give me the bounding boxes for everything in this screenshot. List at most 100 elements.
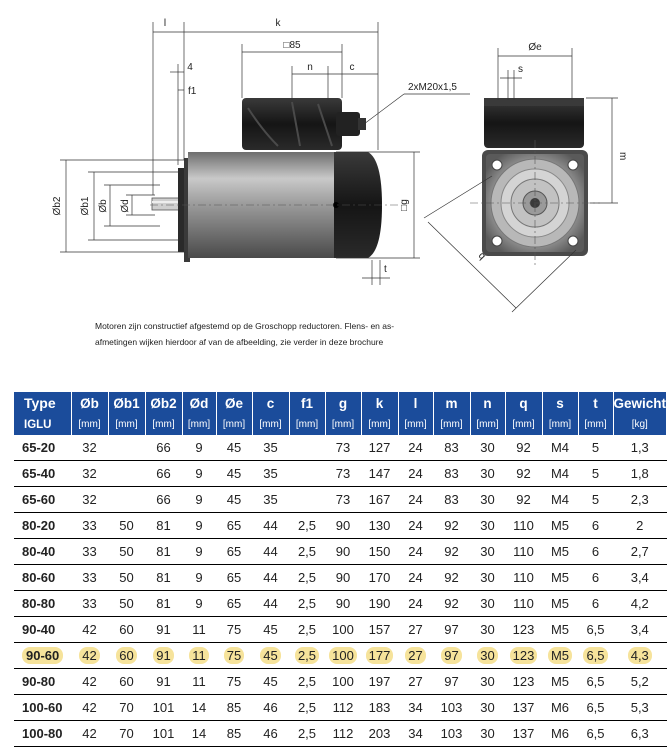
unit-type: IGLU <box>14 414 72 435</box>
value-cell: 100 <box>325 616 361 643</box>
value-cell: 92 <box>433 538 470 565</box>
type-cell: 90-80 <box>14 668 71 695</box>
value-cell: M5 <box>542 642 578 669</box>
value-cell: 35 <box>252 460 289 487</box>
value-cell: 170 <box>361 564 398 591</box>
svg-text:Øe: Øe <box>528 42 542 53</box>
value-cell: 6,5 <box>578 668 613 695</box>
unit-col-7: [mm] <box>289 414 326 435</box>
value-cell: 42 <box>71 642 108 669</box>
value-cell: 110 <box>505 590 542 617</box>
value-cell: 30 <box>470 564 505 591</box>
value-cell: 6 <box>578 590 613 617</box>
value-cell: 1,3 <box>613 435 667 461</box>
unit-col-8: [mm] <box>325 414 362 435</box>
value-cell: 44 <box>252 590 289 617</box>
value-cell: 2,5 <box>289 564 325 591</box>
value-cell: 73 <box>325 460 361 487</box>
value-cell: M6 <box>542 694 578 721</box>
value-cell: 50 <box>108 538 145 565</box>
value-cell: M5 <box>542 590 578 617</box>
value-cell: M5 <box>542 668 578 695</box>
value-cell: 92 <box>433 564 470 591</box>
front-dimension-labels: Øe s m q <box>476 42 628 262</box>
svg-text:4: 4 <box>187 62 193 73</box>
value-cell: 33 <box>71 564 108 591</box>
value-cell: 157 <box>361 616 398 643</box>
unit-col-12: [mm] <box>470 414 506 435</box>
value-cell: 85 <box>216 694 252 721</box>
value-cell: 30 <box>470 590 505 617</box>
value-cell: 6 <box>578 538 613 565</box>
value-cell: 81 <box>145 512 182 539</box>
value-cell: 2 <box>613 512 667 539</box>
value-cell: M4 <box>542 435 578 461</box>
unit-col-1: [mm] <box>71 414 109 435</box>
drawing-caption: Motoren zijn constructief afgestemd op d… <box>95 318 455 350</box>
value-cell: 42 <box>71 616 108 643</box>
svg-text:t: t <box>384 264 387 275</box>
value-cell: 35 <box>252 435 289 461</box>
value-cell: 44 <box>252 512 289 539</box>
value-cell: 3,4 <box>613 564 667 591</box>
value-cell: 75 <box>216 642 252 669</box>
value-cell: 183 <box>361 694 398 721</box>
front-dimensions <box>423 48 618 313</box>
value-cell: 45 <box>252 668 289 695</box>
value-cell: 9 <box>182 435 216 461</box>
value-cell: 100 <box>325 668 361 695</box>
value-cell: 5,2 <box>613 668 667 695</box>
value-cell: 92 <box>433 512 470 539</box>
unit-col-15: [mm] <box>578 414 614 435</box>
value-cell: 5,3 <box>613 694 667 721</box>
value-cell: 30 <box>470 642 505 669</box>
value-cell: 177 <box>361 642 398 669</box>
unit-col-16: [kg] <box>613 414 668 435</box>
unit-col-14: [mm] <box>542 414 579 435</box>
value-cell: 65 <box>216 564 252 591</box>
header-col-15: t <box>578 392 614 414</box>
side-view <box>150 98 400 262</box>
type-cell: 90-60 <box>14 642 71 669</box>
value-cell: 90 <box>325 512 361 539</box>
value-cell: 147 <box>361 460 398 487</box>
value-cell: M5 <box>542 564 578 591</box>
value-cell: 83 <box>433 435 470 461</box>
value-cell: 81 <box>145 590 182 617</box>
value-cell: 2,7 <box>613 538 667 565</box>
value-cell: 130 <box>361 512 398 539</box>
value-cell: 45 <box>216 460 252 487</box>
header-col-1: Øb <box>71 392 109 414</box>
header-type: Type <box>14 392 72 414</box>
value-cell: 30 <box>470 616 505 643</box>
value-cell: 60 <box>108 616 145 643</box>
svg-text:m: m <box>617 152 628 160</box>
value-cell: 66 <box>145 460 182 487</box>
unit-col-3: [mm] <box>145 414 183 435</box>
value-cell: 24 <box>398 564 433 591</box>
value-cell: 50 <box>108 512 145 539</box>
unit-col-6: [mm] <box>252 414 290 435</box>
value-cell: 9 <box>182 538 216 565</box>
motor-technical-drawing: l k □85 n c 4 f1 2xM20x1,5 Øb2 Øb1 Øb Ød… <box>52 18 628 313</box>
svg-text:Ød: Ød <box>120 199 131 212</box>
value-cell: 6,5 <box>578 616 613 643</box>
value-cell: 65 <box>216 512 252 539</box>
value-cell: 30 <box>470 460 505 487</box>
type-cell: 80-60 <box>14 564 71 591</box>
value-cell: 110 <box>505 538 542 565</box>
value-cell: 9 <box>182 590 216 617</box>
value-cell: 101 <box>145 694 182 721</box>
type-cell: 65-40 <box>14 460 71 487</box>
value-cell: 2,5 <box>289 512 325 539</box>
value-cell: M5 <box>542 512 578 539</box>
